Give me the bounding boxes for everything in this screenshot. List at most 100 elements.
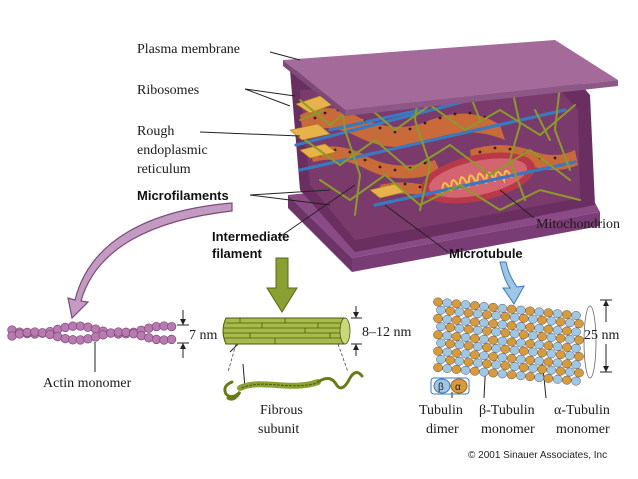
label-tubulin-dimer-2: dimer <box>426 422 459 437</box>
tubulin-bead <box>497 353 508 362</box>
tubulin-bead <box>555 333 566 343</box>
tubulin-bead <box>433 330 443 340</box>
microtubule-scale <box>600 299 612 373</box>
tubulin-bead <box>442 347 453 357</box>
tubulin-bead <box>571 376 581 386</box>
tubulin-bead <box>543 324 554 334</box>
microtubule-arrow <box>499 261 525 305</box>
tubulin-bead <box>561 326 572 336</box>
tubulin-bead <box>574 368 584 378</box>
tubulin-bead <box>445 355 456 365</box>
tubulin-bead <box>451 315 462 325</box>
tubulin-bead <box>518 313 529 323</box>
label-tubulin-dimer-1: Tubulin <box>419 403 463 418</box>
beta-symbol: β <box>438 382 444 393</box>
actin-bead <box>52 331 63 342</box>
tubulin-bead <box>537 315 548 325</box>
tubulin-bead <box>543 308 554 318</box>
tubulin-bead <box>445 323 456 332</box>
tubulin-bead <box>463 357 474 367</box>
tubulin-bead <box>571 343 581 353</box>
tubulin-bead <box>488 302 499 312</box>
tubulin-bead <box>564 351 575 361</box>
tubulin-bead <box>469 301 480 311</box>
tubulin-bead <box>555 317 566 327</box>
tubulin-bead <box>472 342 483 352</box>
tubulin-bead <box>546 349 557 359</box>
tubulin-bead <box>433 363 443 373</box>
tubulin-bead <box>482 343 492 352</box>
tubulin-bead <box>506 353 517 363</box>
tubulin-bead <box>561 375 572 385</box>
tubulin-bead <box>479 318 489 328</box>
tubulin-bead <box>472 358 483 368</box>
tubulin-bead <box>574 352 584 361</box>
tubulin-bead <box>534 340 545 350</box>
tubulin-bead <box>552 358 563 368</box>
actin-arrow <box>67 202 233 320</box>
tubulin-bead <box>537 364 548 374</box>
tubulin-bead <box>518 330 529 340</box>
tubulin-bead <box>534 323 545 333</box>
label-25nm: 25 nm <box>584 328 620 343</box>
tubulin-bead <box>497 369 508 379</box>
actin-bead <box>144 333 154 343</box>
label-rough-er-1: Rough <box>137 124 174 139</box>
actin-bead <box>37 328 48 338</box>
actin-bead <box>83 334 93 344</box>
cell-block <box>283 40 618 272</box>
actin-bead <box>75 321 86 331</box>
tubulin-bead <box>436 322 446 332</box>
tubulin-bead <box>518 363 529 372</box>
tubulin-bead <box>482 310 492 320</box>
tubulin-bead <box>525 306 535 316</box>
tubulin-bead <box>528 331 538 341</box>
tubulin-bead <box>515 305 526 315</box>
tubulin-bead <box>574 319 584 329</box>
tubulin-bead <box>460 333 471 342</box>
label-actin-monomer: Actin monomer <box>43 376 132 391</box>
label-alpha-tubulin-2: monomer <box>556 422 610 437</box>
tubulin-bead <box>469 366 480 376</box>
tubulin-bead <box>442 314 453 324</box>
label-rough-er-3: reticulum <box>137 162 191 177</box>
tubulin-bead <box>433 346 443 356</box>
label-intermediate-2: filament <box>212 246 263 261</box>
tubulin-bead <box>525 322 535 332</box>
tubulin-bead <box>472 325 483 335</box>
tubulin-bead <box>488 335 499 345</box>
tubulin-bead <box>500 328 511 338</box>
tubulin-dimer: β α <box>430 377 470 395</box>
tubulin-bead <box>528 363 538 373</box>
tubulin-bead <box>515 322 526 331</box>
tubulin-bead <box>451 348 462 358</box>
tubulin-bead <box>454 323 465 333</box>
tubulin-bead <box>509 345 520 355</box>
label-mitochondrion: Mitochondrion <box>536 217 620 232</box>
tubulin-bead <box>442 298 453 308</box>
tubulin-bead <box>534 373 545 382</box>
tubulin-bead <box>561 342 572 352</box>
tubulin-bead <box>571 327 581 337</box>
tubulin-bead <box>491 311 502 321</box>
tubulin-bead <box>472 309 483 319</box>
tubulin-bead <box>518 346 529 356</box>
label-intermediate-1: Intermediate <box>212 229 289 244</box>
tubulin-bead <box>500 312 511 321</box>
microtubule-end <box>583 305 597 379</box>
intermediate-arrow <box>266 257 298 313</box>
actin-bead <box>90 332 101 342</box>
tubulin-bead <box>488 368 499 378</box>
tubulin-bead <box>509 329 520 339</box>
actin-filament <box>7 321 177 345</box>
tubulin-bead <box>537 348 548 358</box>
tubulin-bead <box>497 336 508 346</box>
label-8-12nm: 8–12 nm <box>362 325 412 340</box>
tubulin-bead <box>506 321 517 331</box>
tubulin-bead <box>500 344 511 354</box>
label-rough-er-2: endoplasmic <box>137 143 208 158</box>
tubulin-bead <box>543 373 554 383</box>
tubulin-bead <box>574 335 584 345</box>
actin-bead <box>90 324 101 334</box>
tubulin-bead <box>460 300 471 310</box>
